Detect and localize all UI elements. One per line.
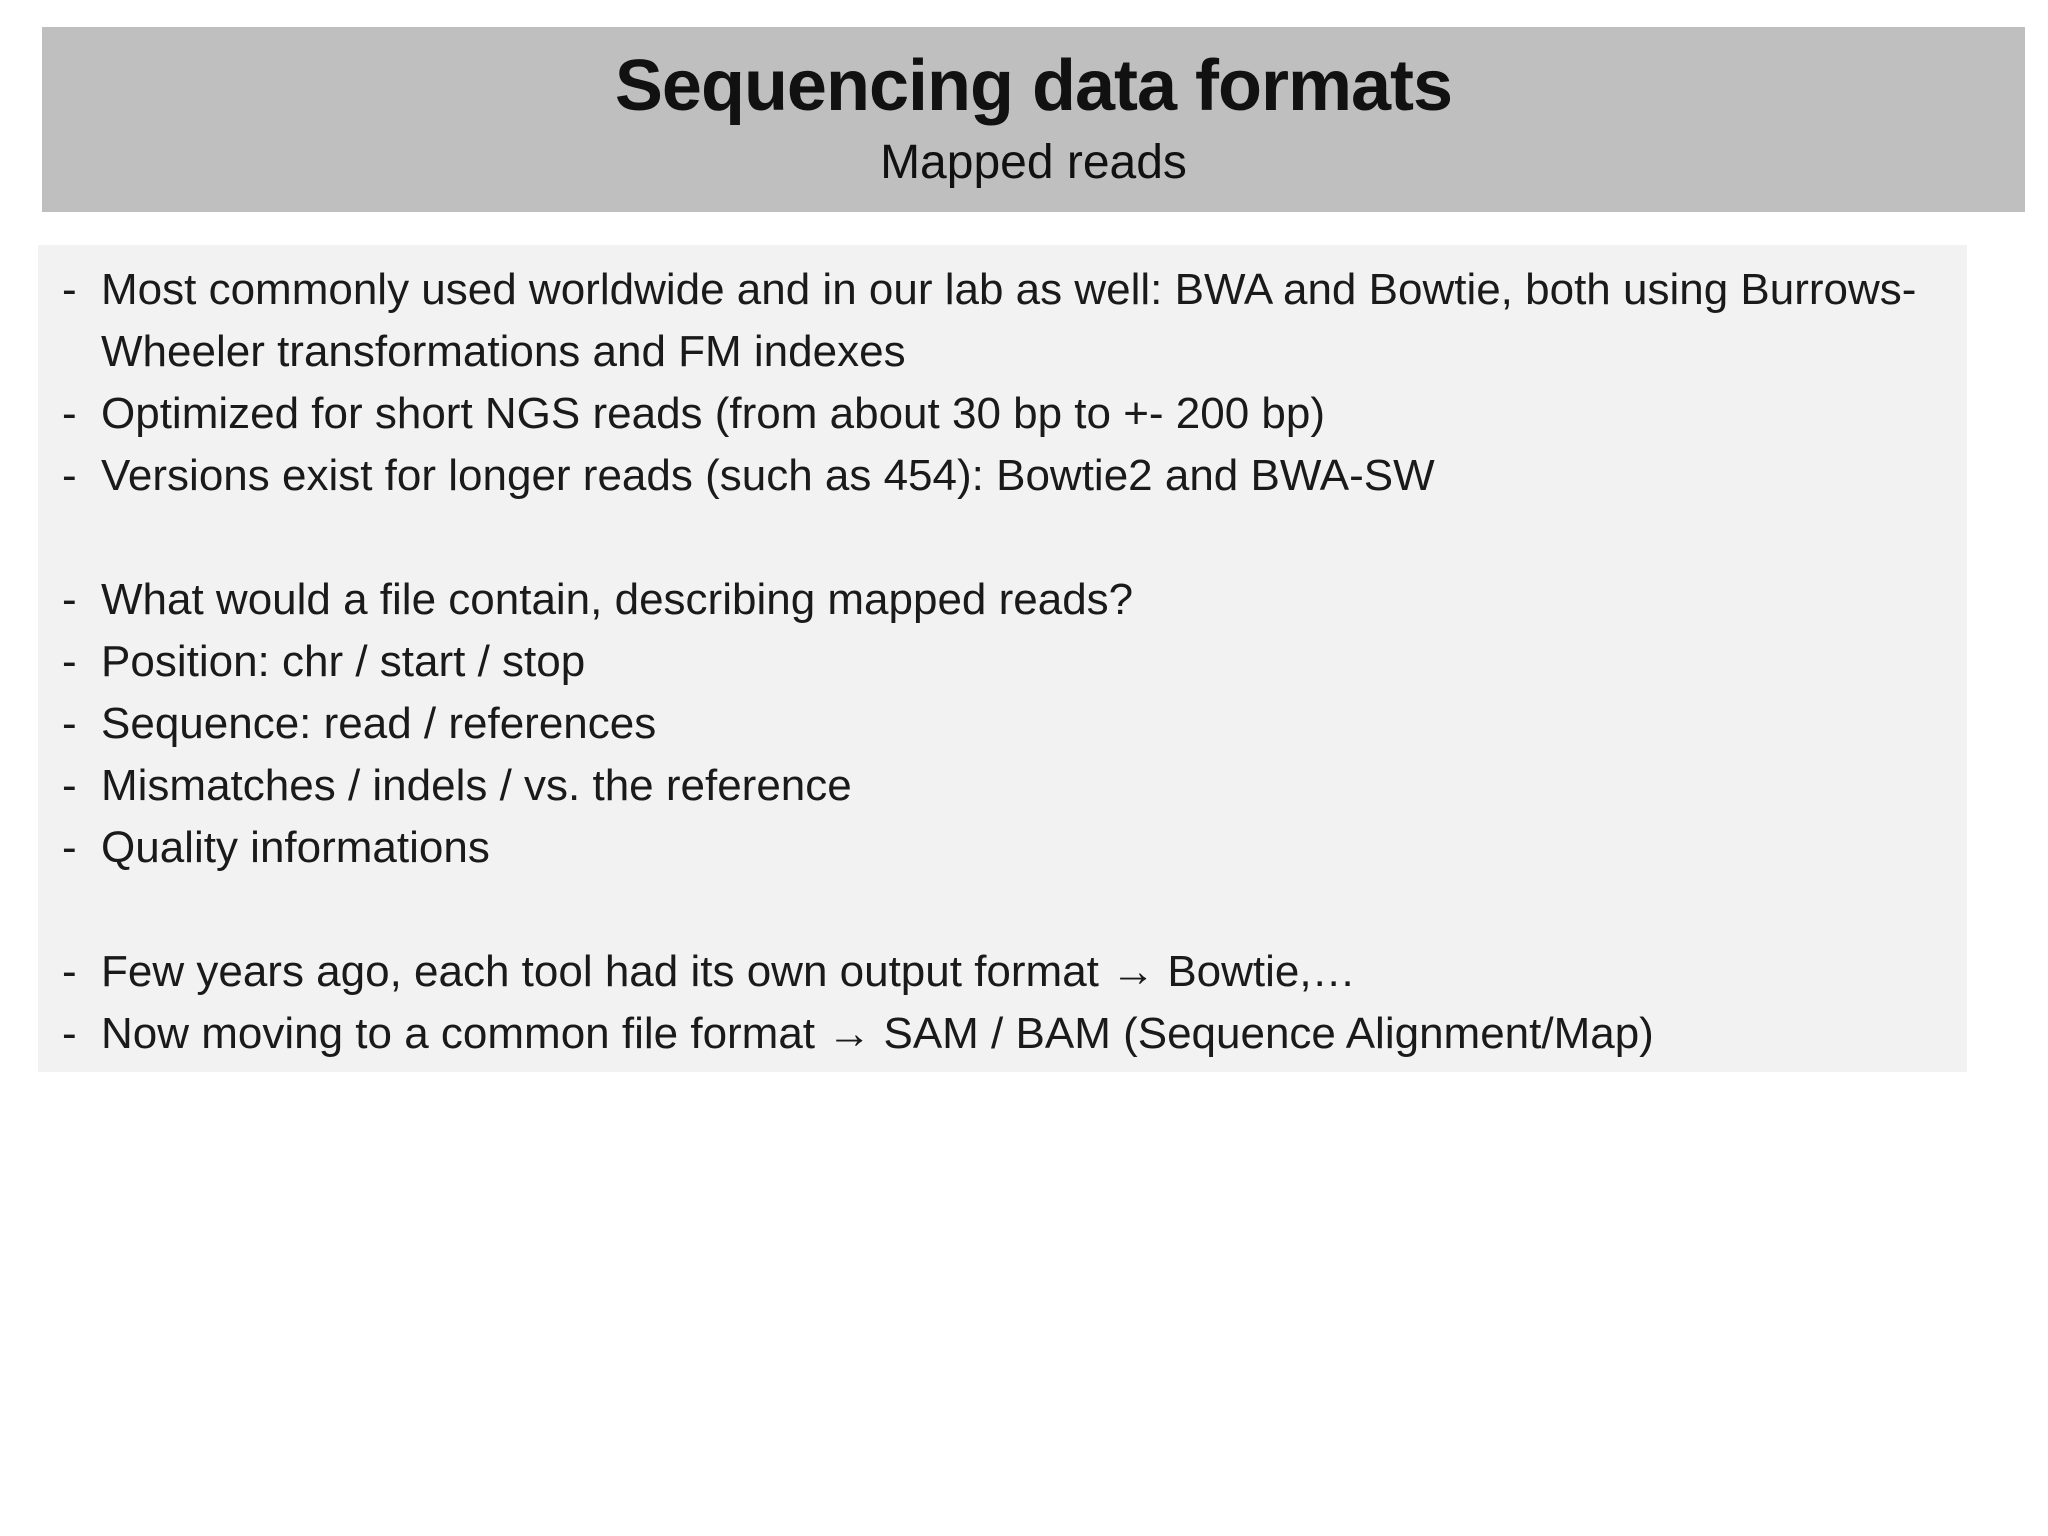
bullet-text: Now moving to a common file format → SAM… bbox=[101, 1009, 1654, 1058]
bullet-item: - Sequence: read / references bbox=[38, 693, 1927, 755]
header-bar: Sequencing data formats Mapped reads bbox=[42, 27, 2025, 212]
bullet-dash: - bbox=[62, 761, 77, 810]
bullet-item: - Quality informations bbox=[38, 817, 1927, 879]
bullet-dash: - bbox=[62, 699, 77, 748]
bullet-text: Quality informations bbox=[101, 823, 490, 872]
bullet-dash: - bbox=[62, 1009, 77, 1058]
bullet-group-aligners: - Most commonly used worldwide and in ou… bbox=[38, 259, 1927, 507]
bullet-item: - Few years ago, each tool had its own o… bbox=[38, 941, 1927, 1003]
bullet-item: - Most commonly used worldwide and in ou… bbox=[38, 259, 1927, 383]
group-spacer bbox=[38, 879, 1927, 941]
slide-title: Sequencing data formats bbox=[614, 46, 1453, 126]
bullet-dash: - bbox=[62, 823, 77, 872]
bullet-dash: - bbox=[62, 637, 77, 686]
bullet-text: Few years ago, each tool had its own out… bbox=[101, 947, 1356, 996]
bullet-item: - What would a file contain, describing … bbox=[38, 569, 1927, 631]
bullet-item: - Optimized for short NGS reads (from ab… bbox=[38, 383, 1927, 445]
bullet-text: Most commonly used worldwide and in our … bbox=[101, 265, 1917, 376]
bullet-text: What would a file contain, describing ma… bbox=[101, 575, 1134, 624]
bullet-text: Sequence: read / references bbox=[101, 699, 657, 748]
bullet-group-file-contents: - What would a file contain, describing … bbox=[38, 569, 1927, 879]
slide-subtitle: Mapped reads bbox=[880, 136, 1187, 189]
bullet-item: - Position: chr / start / stop bbox=[38, 631, 1927, 693]
bullet-group-formats: - Few years ago, each tool had its own o… bbox=[38, 941, 1927, 1065]
bullet-text: Mismatches / indels / vs. the reference bbox=[101, 761, 852, 810]
bullet-dash: - bbox=[62, 947, 77, 996]
bullet-text: Optimized for short NGS reads (from abou… bbox=[101, 389, 1326, 438]
group-spacer bbox=[38, 507, 1927, 569]
bullet-item: - Versions exist for longer reads (such … bbox=[38, 445, 1927, 507]
bullet-item: - Mismatches / indels / vs. the referenc… bbox=[38, 755, 1927, 817]
bullet-text: Versions exist for longer reads (such as… bbox=[101, 451, 1435, 500]
bullet-text: Position: chr / start / stop bbox=[101, 637, 586, 686]
bullet-dash: - bbox=[62, 575, 77, 624]
content-panel: - Most commonly used worldwide and in ou… bbox=[38, 245, 1967, 1072]
bullet-dash: - bbox=[62, 389, 77, 438]
bullet-dash: - bbox=[62, 265, 77, 314]
bullet-item: - Now moving to a common file format → S… bbox=[38, 1003, 1927, 1065]
bullet-dash: - bbox=[62, 451, 77, 500]
